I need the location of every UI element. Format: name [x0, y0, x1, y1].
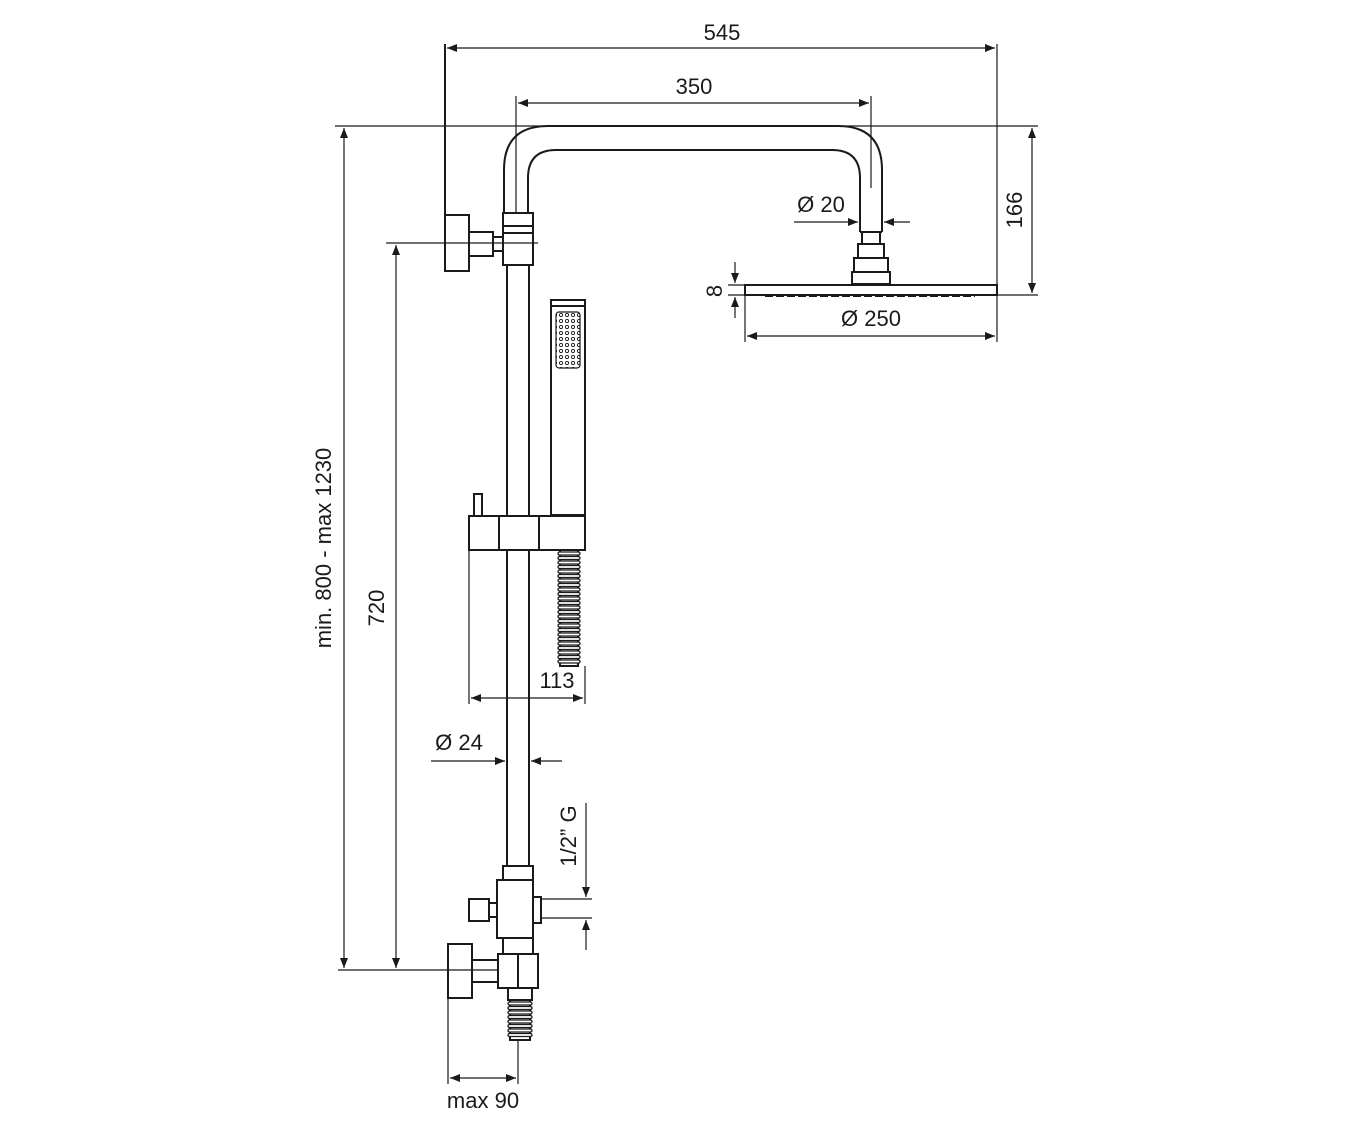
- hose-ring: [557, 569, 581, 574]
- hose-ring: [557, 645, 581, 651]
- hose-ring: [557, 587, 581, 592]
- dimension-lines: 545 350 166 Ø 20 8 Ø 250 min. 800 - max …: [311, 20, 1038, 1113]
- hose-ring: [507, 1028, 533, 1033]
- rain-shower-head: [744, 284, 998, 297]
- hose-ring: [557, 632, 581, 637]
- hose-ring: [507, 1001, 533, 1006]
- hand-shower: [550, 299, 586, 516]
- hose-ring: [557, 614, 581, 619]
- hose-ring: [557, 596, 581, 601]
- bottom-inlet-bracket: [447, 943, 539, 1041]
- hose-ring: [557, 564, 581, 570]
- dim-hand-shower-offset-label: 113: [539, 668, 574, 693]
- hose-ring: [557, 654, 581, 660]
- hose-ring: [507, 1005, 533, 1011]
- dim-bracket-spacing-label: 720: [364, 590, 389, 627]
- dim-arm-length-label: 350: [676, 74, 713, 99]
- dim-head-diameter-label: Ø 250: [841, 306, 901, 331]
- hose-ring: [557, 650, 581, 655]
- top-wall-bracket: [444, 212, 534, 272]
- hand-shower-slider: [468, 493, 586, 551]
- dim-riser-height-label: min. 800 - max 1230: [311, 448, 336, 649]
- hose-ring: [507, 1023, 533, 1029]
- hose-ring: [557, 618, 581, 624]
- dim-outlet-diameter-label: Ø 20: [797, 192, 845, 217]
- hose-ring: [557, 582, 581, 588]
- hose-ring: [557, 636, 581, 642]
- hose-ring: [557, 627, 581, 633]
- dim-wall-offset-label: max 90: [447, 1088, 519, 1113]
- overhead-arm-inner: [527, 149, 861, 232]
- hose-ring: [557, 659, 581, 664]
- dim-inlet-thread-label: 1/2” G: [556, 805, 581, 866]
- hose-ring: [557, 551, 581, 556]
- hose-ring: [507, 1019, 533, 1024]
- hose-ring: [507, 1014, 533, 1020]
- hose-ring: [557, 573, 581, 579]
- head-connector: [851, 231, 891, 285]
- hose-ring: [507, 1032, 533, 1038]
- dim-overall-width-label: 545: [704, 20, 741, 45]
- hose-ring: [557, 555, 581, 561]
- hose-ring: [557, 609, 581, 615]
- diverter: [468, 865, 542, 955]
- hose-ring: [507, 1010, 533, 1015]
- hose-ring: [557, 560, 581, 565]
- hose-ring: [557, 591, 581, 597]
- riser-pipe: [506, 265, 530, 866]
- hose-ring: [557, 641, 581, 646]
- shower-hose: [557, 549, 581, 667]
- dim-head-height-label: 166: [1002, 192, 1027, 229]
- hose-ring: [557, 578, 581, 583]
- shower-column: [444, 44, 998, 1041]
- hose-ring: [557, 605, 581, 610]
- hose-ring: [557, 600, 581, 606]
- dim-riser-diameter-label: Ø 24: [435, 730, 483, 755]
- dim-head-thickness-label: 8: [702, 285, 727, 297]
- hose-ring: [557, 623, 581, 628]
